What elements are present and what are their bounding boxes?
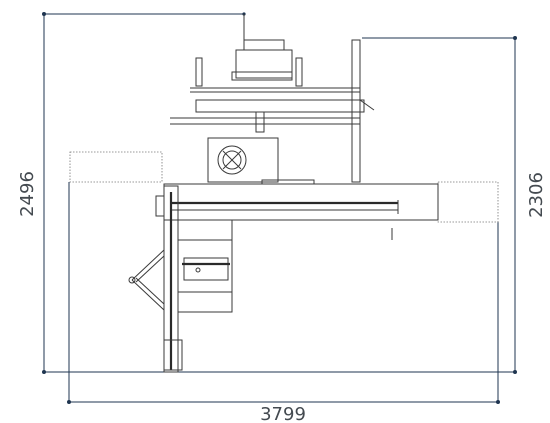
left-table-extension	[69, 151, 163, 183]
overhead-guard-assembly	[170, 14, 365, 133]
bottom-width-label: 3799	[260, 404, 306, 423]
fan-icon	[217, 145, 247, 175]
dimension-bottom-width	[67, 182, 500, 404]
left-height-label: 2496	[17, 171, 38, 217]
main-table	[163, 183, 439, 240]
right-column	[351, 39, 375, 183]
motor-housing	[207, 137, 315, 185]
base-cabinet	[177, 219, 233, 313]
dimension-right-height	[362, 36, 517, 374]
right-height-label: 2306	[526, 172, 547, 218]
dimension-lines	[42, 12, 517, 404]
dimension-left-height	[42, 12, 515, 374]
support-arm	[128, 249, 165, 311]
right-table-extension	[437, 181, 499, 223]
machine-outline	[69, 14, 499, 373]
